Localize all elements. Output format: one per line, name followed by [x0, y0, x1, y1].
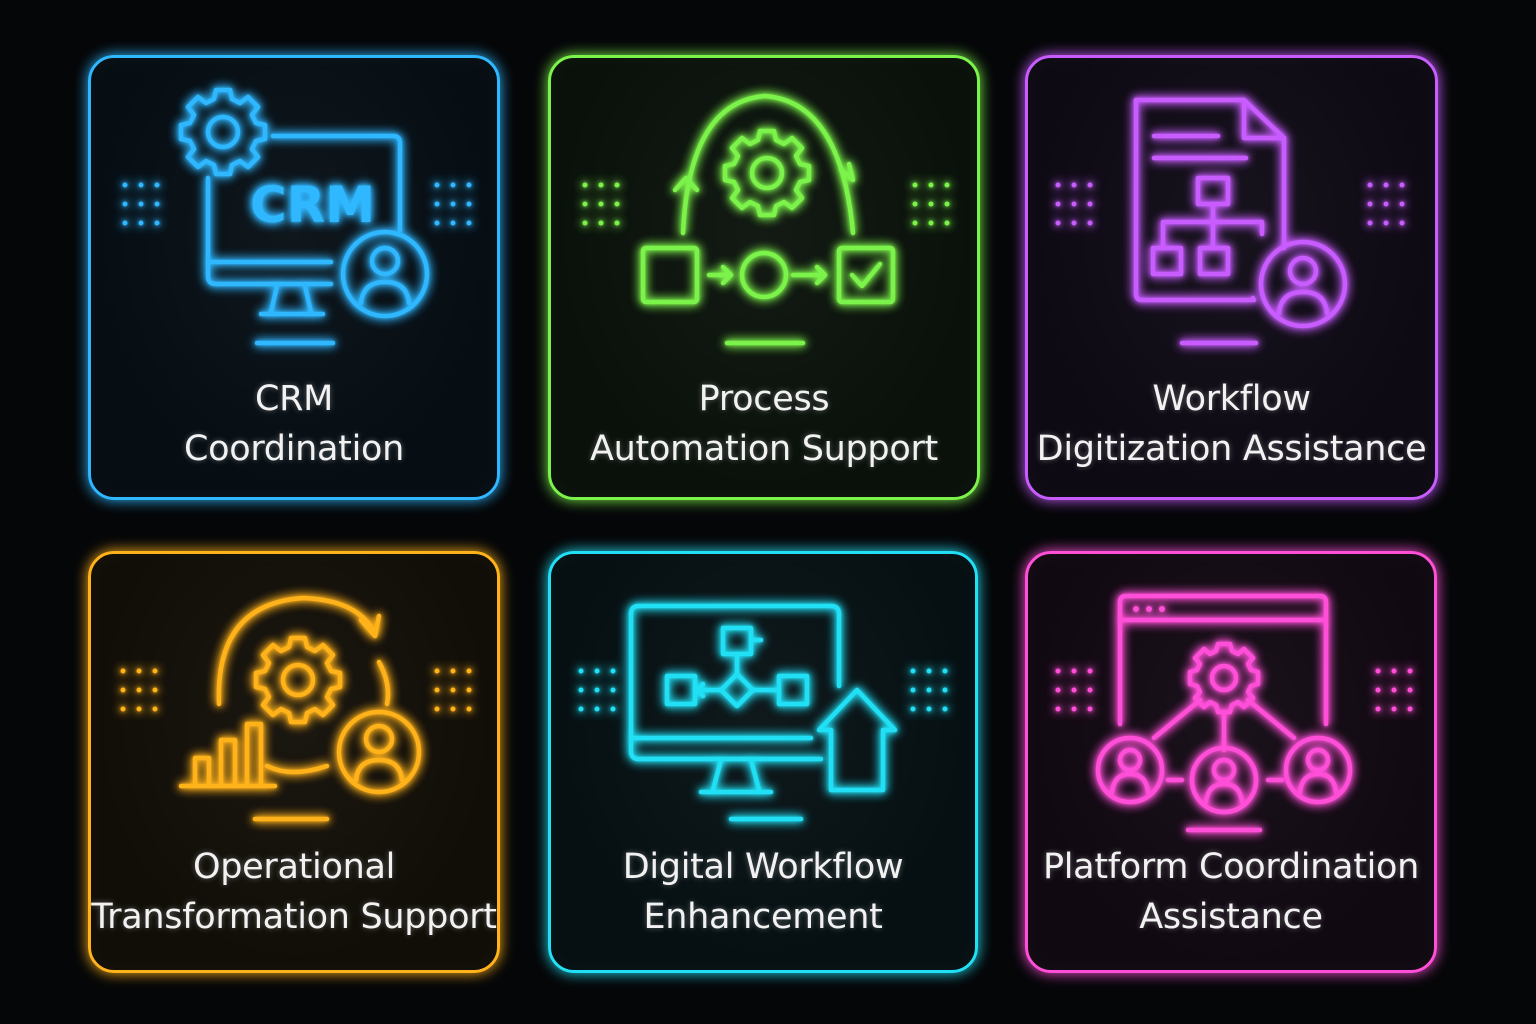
card-workflow-digitization-assistance: Workflow Digitization Assistance	[1025, 55, 1438, 500]
dot-grid-right-icon	[1375, 668, 1413, 712]
card-process-automation-support: Process Automation Support	[548, 55, 980, 500]
dot-grid-left-icon	[120, 668, 158, 712]
svg-text:CRM: CRM	[250, 176, 375, 234]
card-crm-coordination: CRM CRM Coordination	[88, 55, 500, 500]
dot-grid-left-icon	[1055, 668, 1093, 712]
card-title: CRM Coordination	[91, 374, 497, 474]
dot-grid-right-icon	[912, 182, 950, 226]
dot-grid-right-icon	[434, 668, 472, 712]
dot-grid-left-icon	[1055, 182, 1093, 226]
card-title: Operational Transformation Support	[91, 842, 497, 942]
operations-cycle-icon	[91, 554, 497, 970]
card-title-line1: Operational	[192, 847, 396, 887]
card-title: Process Automation Support	[551, 374, 977, 474]
crm-monitor-icon: CRM	[91, 58, 497, 497]
card-digital-workflow-enhancement: Digital Workflow Enhancement	[548, 551, 978, 973]
card-title-line2: Coordination	[183, 429, 405, 469]
dot-grid-right-icon	[434, 182, 472, 226]
card-title: Digital Workflow Enhancement	[551, 842, 975, 942]
monitor-flowchart-icon	[551, 554, 975, 970]
platform-network-icon	[1028, 554, 1434, 970]
card-title-line2: Assistance	[1139, 897, 1323, 937]
process-flow-icon	[551, 58, 977, 497]
dot-grid-left-icon	[578, 668, 616, 712]
card-title-line2: Transformation Support	[91, 897, 497, 937]
card-title: Workflow Digitization Assistance	[1028, 374, 1435, 474]
card-title-line2: Enhancement	[643, 897, 883, 937]
dot-grid-left-icon	[582, 182, 620, 226]
card-title-line1: Workflow	[1152, 379, 1311, 419]
dot-grid-right-icon	[1367, 182, 1405, 226]
card-title-line1: Process	[698, 379, 830, 419]
dot-grid-right-icon	[910, 668, 948, 712]
card-title-line2: Automation Support	[590, 429, 938, 469]
card-title: Platform Coordination Assistance	[1028, 842, 1434, 942]
card-title-line1: Digital Workflow	[622, 847, 904, 887]
card-operational-transformation-support: Operational Transformation Support	[88, 551, 500, 973]
card-title-line1: Platform Coordination	[1042, 847, 1420, 887]
card-platform-coordination-assistance: Platform Coordination Assistance	[1025, 551, 1437, 973]
card-title-line1: CRM	[254, 379, 334, 419]
card-title-line2: Digitization Assistance	[1036, 429, 1427, 469]
document-hierarchy-icon	[1028, 58, 1435, 497]
dot-grid-left-icon	[122, 182, 160, 226]
